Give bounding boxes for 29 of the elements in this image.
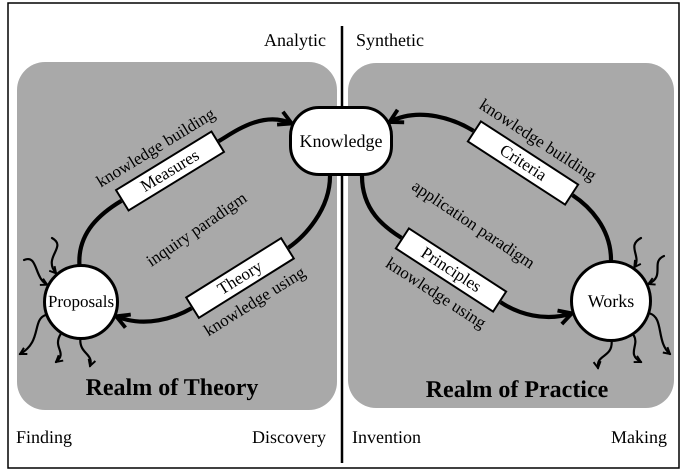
squiggle-arrow — [633, 236, 642, 268]
connector-line — [286, 174, 332, 250]
squiggle-arrow — [54, 333, 64, 364]
panel-title: Realm of Practice — [426, 376, 608, 404]
connector-line — [360, 174, 404, 240]
connector-line — [77, 198, 124, 266]
arrow — [498, 300, 574, 326]
corner-label: Invention — [352, 428, 421, 448]
squiggle-arrow — [632, 334, 642, 364]
squiggle-arrow — [18, 314, 46, 356]
arrow — [387, 108, 476, 133]
rounded-box: Knowledge — [289, 106, 393, 176]
panel-title: Realm of Theory — [86, 374, 258, 402]
corner-label: Making — [611, 428, 667, 448]
corner-label: Discovery — [252, 428, 326, 448]
arrow — [216, 110, 294, 144]
circle-node: Works — [570, 260, 652, 342]
circle-node: Proposals — [43, 264, 119, 340]
squiggle-arrow — [22, 258, 48, 286]
corner-label: Finding — [16, 428, 72, 448]
squiggle-arrow — [593, 340, 613, 370]
connector-line — [570, 193, 614, 262]
column-heading: Analytic — [264, 31, 326, 51]
squiggle-arrow — [648, 312, 672, 356]
squiggle-arrow — [79, 338, 96, 368]
squiggle-arrow — [48, 236, 58, 274]
arrow — [114, 306, 194, 330]
column-heading: Synthetic — [356, 31, 424, 51]
squiggle-arrow — [647, 254, 666, 286]
